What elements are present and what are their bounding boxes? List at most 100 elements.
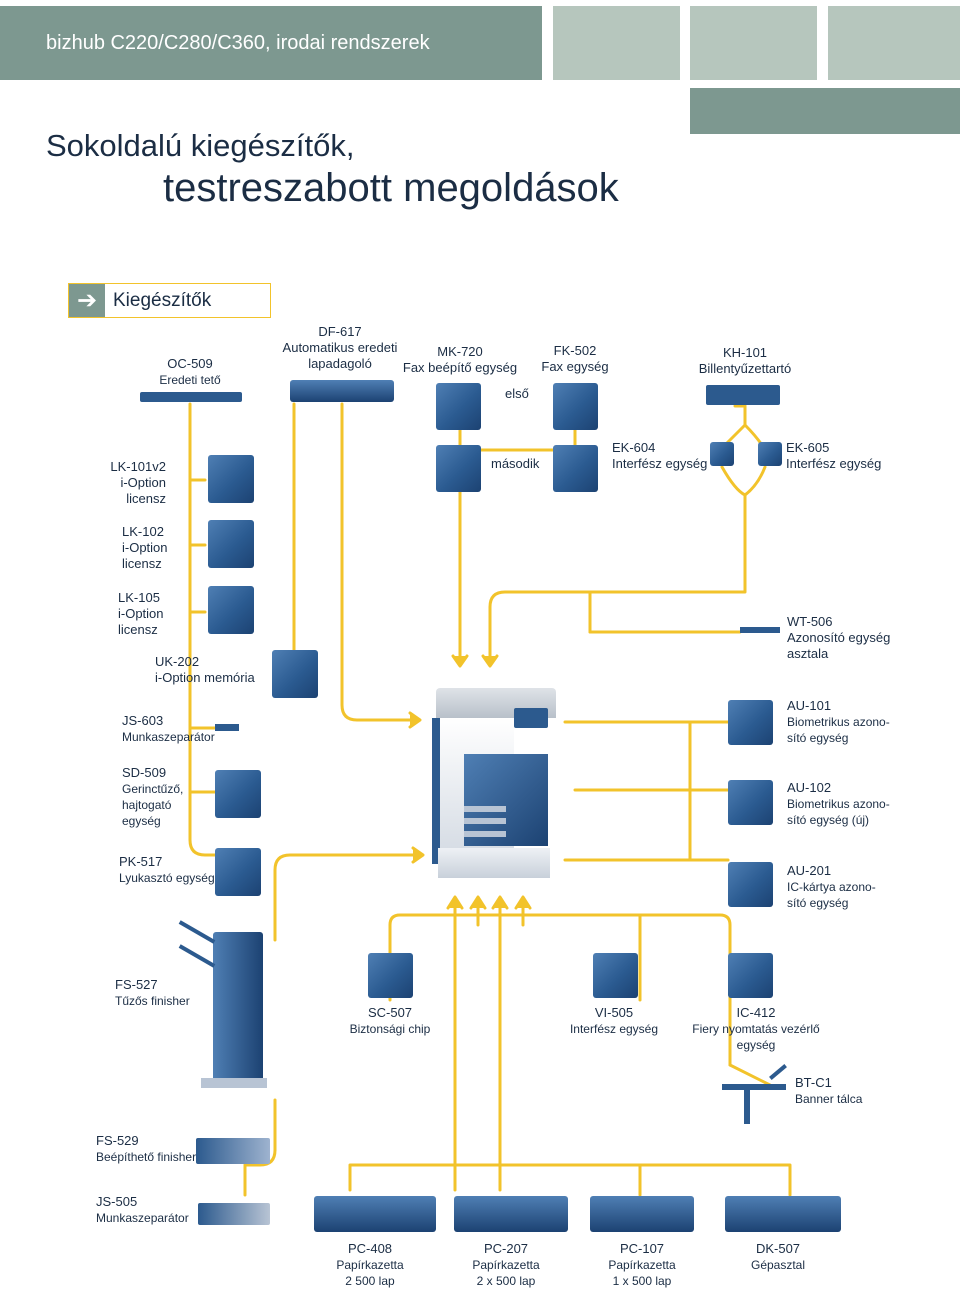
au101-label: AU-101 Biometrikus azono- sító egység: [787, 698, 890, 746]
mk720-label: MK-720 Fax beépítő egység: [400, 344, 520, 376]
ek604-module: [710, 442, 734, 466]
mfp-machine: [432, 688, 556, 884]
oc509-name: OC-509: [167, 356, 213, 371]
au101-desc1: Biometrikus azono-: [787, 715, 890, 729]
ek605-name: EK-605: [786, 440, 830, 455]
au101-desc2: sító egység: [787, 731, 849, 745]
pc207-image: [454, 1196, 568, 1232]
js505-image: [198, 1203, 270, 1225]
ek605-label: EK-605 Interfész egység: [786, 440, 881, 472]
header-bar: bizhub C220/C280/C360, irodai rendszerek: [0, 6, 542, 80]
kh101-desc: Billentyűzettartó: [698, 361, 792, 376]
js603-image: [215, 724, 239, 731]
au101-module: [728, 700, 773, 745]
au201-name: AU-201: [787, 863, 832, 878]
vi505-name: VI-505: [594, 1005, 634, 1020]
fk502-label: FK-502 Fax egység: [534, 343, 616, 375]
kh101-image: [706, 385, 780, 405]
mk720-module: [436, 383, 481, 430]
wt506-label: WT-506 Azonosító egység asztala: [787, 614, 890, 662]
fs529-image: [196, 1138, 270, 1164]
uk202-label: UK-202 i-Option memória: [155, 654, 255, 686]
fs529-label: FS-529 Beépíthető finisher: [96, 1133, 196, 1165]
ic412-name: IC-412: [736, 1005, 776, 1020]
vi505-desc: Interfész egység: [569, 1022, 659, 1036]
header-block-3: [828, 6, 960, 80]
mk720-desc: Fax beépítő egység: [402, 360, 518, 375]
pc408-desc1: Papírkazetta: [336, 1258, 404, 1272]
pk517-name: PK-517: [119, 854, 163, 869]
js603-name: JS-603: [122, 713, 164, 728]
pk517-module: [215, 848, 261, 896]
lk105-label: LK-105 i-Option licensz: [118, 590, 164, 638]
lk101-module: [208, 455, 254, 503]
sc507-label: SC-507 Biztonsági chip: [340, 1005, 440, 1037]
au201-label: AU-201 IC-kártya azono- sító egység: [787, 863, 876, 911]
lk101-name: LK-101v2: [110, 459, 166, 474]
btc1-label: BT-C1 Banner tálca: [795, 1075, 862, 1107]
pc207-desc1: Papírkazetta: [472, 1258, 540, 1272]
pk517-desc: Lyukasztó egység: [119, 871, 215, 885]
df617-desc1: Automatikus eredeti: [282, 340, 398, 355]
fs527-image: [175, 920, 267, 1090]
sc507-desc: Biztonsági chip: [349, 1022, 431, 1036]
pk517-label: PK-517 Lyukasztó egység: [119, 854, 215, 886]
headline-line2: testreszabott megoldások: [163, 166, 619, 210]
pc408-image: [314, 1196, 436, 1232]
au101-name: AU-101: [787, 698, 832, 713]
lk102-desc2: licensz: [122, 556, 162, 571]
js603-desc: Munkaszeparátor: [122, 730, 215, 744]
wt506-image: [740, 627, 780, 633]
header-block-4: [690, 88, 960, 134]
sd509-desc2: hajtogató: [122, 798, 172, 812]
ek604-name: EK-604: [612, 440, 656, 455]
pc107-desc2: 1 x 500 lap: [612, 1274, 672, 1288]
pc107-label: PC-107 Papírkazetta 1 x 500 lap: [592, 1241, 692, 1289]
ic412-module: [728, 953, 773, 998]
pc408-desc2: 2 500 lap: [345, 1274, 395, 1288]
sc507-name: SC-507: [367, 1005, 413, 1020]
fk502-desc: Fax egység: [541, 359, 609, 374]
btc1-image: [722, 1064, 792, 1126]
pc207-desc2: 2 x 500 lap: [476, 1274, 536, 1288]
section-title: Kiegészítők: [113, 290, 212, 311]
sd509-label: SD-509 Gerinctűző, hajtogató egység: [122, 765, 183, 829]
fk502-module-third: [553, 445, 598, 492]
js505-label: JS-505 Munkaszeparátor: [96, 1194, 189, 1226]
lk102-name: LK-102: [122, 524, 164, 539]
au102-desc2: sító egység (új): [787, 813, 870, 827]
lk101-desc1: i-Option: [120, 475, 166, 490]
header-block-1: [553, 6, 680, 80]
df617-name: DF-617: [318, 324, 362, 339]
ic412-desc2: egység: [736, 1038, 776, 1052]
kh101-label: KH-101 Billentyűzettartó: [690, 345, 800, 377]
btc1-name: BT-C1: [795, 1075, 832, 1090]
sc507-module: [368, 953, 413, 998]
wt506-desc1: Azonosító egység: [787, 630, 891, 645]
au102-label: AU-102 Biometrikus azono- sító egység (ú…: [787, 780, 890, 828]
ic412-desc1: Fiery nyomtatás vezérlő: [692, 1022, 820, 1036]
fk502-name: FK-502: [553, 343, 597, 358]
uk202-name: UK-202: [155, 654, 200, 669]
au102-module: [728, 780, 773, 825]
lk102-module: [208, 520, 254, 568]
au201-desc1: IC-kártya azono-: [787, 880, 876, 894]
ic412-label: IC-412 Fiery nyomtatás vezérlő egység: [690, 1005, 822, 1053]
au201-module: [728, 862, 773, 907]
oc509-desc: Eredeti tető: [159, 373, 221, 387]
ek605-module: [758, 442, 782, 466]
elso-label: első: [505, 386, 529, 401]
pc408-label: PC-408 Papírkazetta 2 500 lap: [320, 1241, 420, 1289]
lk105-name: LK-105: [118, 590, 160, 605]
fk502-module-first: [553, 383, 598, 430]
fs529-name: FS-529: [96, 1133, 139, 1148]
kh101-name: KH-101: [722, 345, 768, 360]
fk502-module-second: [436, 445, 481, 492]
au102-name: AU-102: [787, 780, 832, 795]
pc107-image: [590, 1196, 694, 1232]
au102-desc1: Biometrikus azono-: [787, 797, 890, 811]
mk720-name: MK-720: [437, 344, 483, 359]
sd509-name: SD-509: [122, 765, 167, 780]
df617-image: [290, 380, 394, 402]
